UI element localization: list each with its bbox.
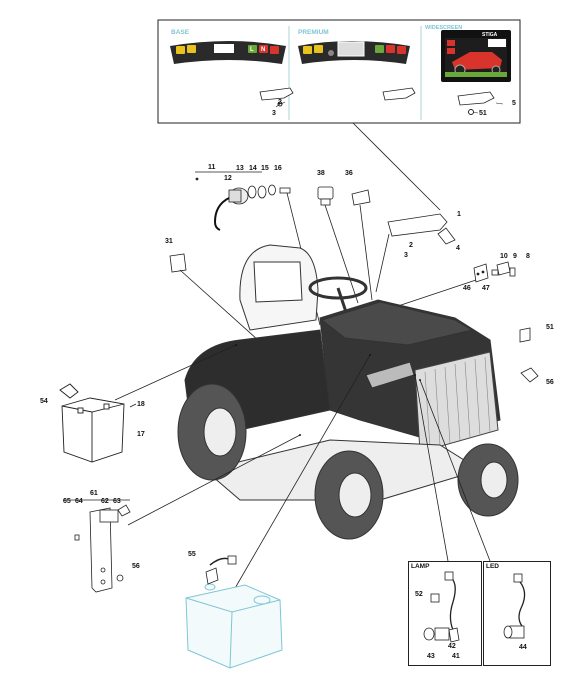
part-number: 56 bbox=[132, 563, 140, 570]
premium-dashboard-console bbox=[298, 41, 410, 64]
led-detail-box bbox=[483, 561, 551, 666]
part-number: 63 bbox=[113, 498, 121, 505]
part-number: 41 bbox=[452, 653, 460, 660]
toggle-switch-part bbox=[351, 189, 373, 301]
fuel-level-sensor bbox=[205, 555, 237, 585]
lamp-box-title: LAMP bbox=[411, 563, 430, 570]
part-number: 15 bbox=[261, 165, 269, 172]
lamp-detail-box bbox=[408, 561, 482, 666]
cap-part bbox=[520, 367, 539, 383]
part-number: 51 bbox=[546, 324, 554, 331]
console-n-mark: N bbox=[261, 47, 266, 53]
part-number: 44 bbox=[519, 644, 527, 651]
part-number: 62 bbox=[101, 498, 109, 505]
part-number: 43 bbox=[427, 653, 435, 660]
base-dashboard-console bbox=[170, 41, 286, 64]
part-number: 3 bbox=[404, 252, 408, 259]
relay-parts-group bbox=[379, 261, 516, 313]
part-number: 17 bbox=[137, 431, 145, 438]
lamp-bulb-drawing bbox=[423, 571, 460, 643]
part-number: 52 bbox=[415, 591, 423, 598]
part-number: 42 bbox=[448, 643, 456, 650]
part-number: 11 bbox=[208, 164, 216, 171]
part-number: 14 bbox=[249, 165, 257, 172]
console-l-mark: L bbox=[250, 47, 254, 53]
dashboard-variants-panel bbox=[157, 19, 521, 124]
base-title: BASE bbox=[171, 29, 190, 36]
dashboard-cover-part bbox=[375, 213, 456, 293]
console-cover-part bbox=[259, 87, 495, 106]
part-number: 18 bbox=[137, 401, 145, 408]
ignition-switch-assembly bbox=[195, 171, 321, 326]
fuel-tank-part bbox=[185, 583, 283, 669]
bulb-holder-part bbox=[519, 327, 531, 343]
part-number: 65 bbox=[63, 498, 71, 505]
seat-switch-part bbox=[169, 253, 259, 341]
widescreen-display bbox=[441, 30, 511, 82]
part-number: 10 bbox=[500, 253, 508, 260]
led-box-title: LED bbox=[486, 563, 499, 570]
part-number: 2 bbox=[278, 99, 282, 106]
part-number: 61 bbox=[90, 490, 98, 497]
part-number: 3 bbox=[272, 110, 276, 117]
part-number: 46 bbox=[463, 285, 471, 292]
part-number: 38 bbox=[317, 170, 325, 177]
pto-switch-part bbox=[317, 186, 359, 304]
part-number: 47 bbox=[482, 285, 490, 292]
part-number: 64 bbox=[75, 498, 83, 505]
part-number: 16 bbox=[274, 165, 282, 172]
part-number: 4 bbox=[456, 245, 460, 252]
part-number: 8 bbox=[526, 253, 530, 260]
part-number: 12 bbox=[224, 175, 232, 182]
part-number: 31 bbox=[165, 238, 173, 245]
part-number: 5 bbox=[512, 100, 516, 107]
part-number: 55 bbox=[188, 551, 196, 558]
premium-title: PREMIUM bbox=[298, 29, 329, 36]
led-bulb-drawing bbox=[503, 573, 526, 639]
part-number: 56 bbox=[546, 379, 554, 386]
tractor-outline bbox=[177, 244, 519, 540]
battery-part bbox=[59, 383, 137, 463]
part-number: 51 bbox=[479, 110, 487, 117]
part-number: 9 bbox=[513, 253, 517, 260]
widescreen-title: WIDESCREEN bbox=[425, 25, 463, 31]
widescreen-brand-logo: STIGA bbox=[482, 32, 498, 38]
part-number: 54 bbox=[40, 398, 48, 405]
actuator-bracket-part bbox=[63, 499, 131, 593]
part-number: 2 bbox=[409, 242, 413, 249]
part-number: 36 bbox=[345, 170, 353, 177]
part-number: 1 bbox=[457, 211, 461, 218]
part-number: 13 bbox=[236, 165, 244, 172]
